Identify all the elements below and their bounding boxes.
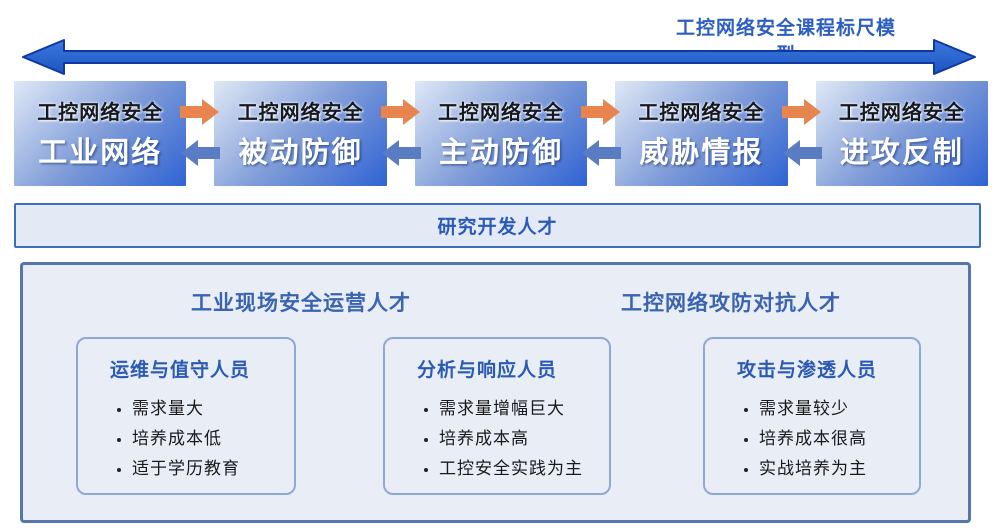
group-attack-penetration: 攻击与渗透人员 需求量较少 培养成本很高 实战培养为主 [703, 337, 921, 495]
course-box-row: 工控网络安全 工业网络 工控网络安全 被动防御 工控网络安全 主动防 [14, 81, 989, 186]
forward-arrow-icon [781, 99, 821, 125]
bullet-item: 培养成本高 [439, 424, 609, 454]
course-name: 威胁情报 [639, 137, 764, 169]
course-prefix: 工控网络安全 [838, 102, 965, 124]
backward-arrow-icon [181, 140, 221, 166]
heading-ops-talent: 工业现场安全运营人才 [191, 292, 411, 315]
connector-1 [180, 81, 221, 186]
group-title: 攻击与渗透人员 [737, 360, 878, 381]
talent-container: 工业现场安全运营人才 工控网络攻防对抗人才 运维与值守人员 需求量大 培养成本低… [20, 262, 971, 523]
bullet-item: 需求量较少 [759, 394, 919, 424]
course-prefix: 工控网络安全 [237, 102, 364, 124]
backward-arrow-icon [782, 140, 822, 166]
group-analysis-response: 分析与响应人员 需求量增幅巨大 培养成本高 工控安全实践为主 [383, 337, 611, 495]
course-box-counter-attack: 工控网络安全 进攻反制 [815, 81, 989, 186]
bullet-item: 适于学历教育 [132, 454, 294, 484]
course-box-active-defense: 工控网络安全 主动防御 [414, 81, 588, 186]
connector-2 [380, 81, 421, 186]
group-title: 运维与值守人员 [110, 360, 251, 381]
course-box-passive-defense: 工控网络安全 被动防御 [214, 81, 387, 186]
course-prefix: 工控网络安全 [438, 102, 565, 124]
ruler-double-arrow-icon [22, 39, 976, 75]
connector-4 [781, 81, 822, 186]
course-prefix: 工控网络安全 [638, 102, 765, 124]
course-box-industrial-network: 工控网络安全 工业网络 [14, 81, 187, 186]
forward-arrow-icon [380, 99, 420, 125]
course-box-threat-intel: 工控网络安全 威胁情报 [615, 81, 788, 186]
bullet-item: 培养成本很高 [759, 424, 919, 454]
bullet-item: 需求量增幅巨大 [439, 394, 609, 424]
connector-3 [581, 81, 622, 186]
course-prefix: 工控网络安全 [37, 102, 164, 124]
rd-talent-band: 研究开发人才 [14, 203, 981, 248]
group-ops-duty: 运维与值守人员 需求量大 培养成本低 适于学历教育 [76, 337, 296, 495]
group-title: 分析与响应人员 [417, 360, 558, 381]
bullet-item: 工控安全实践为主 [439, 454, 609, 484]
backward-arrow-icon [381, 140, 421, 166]
heading-attack-talent: 工控网络攻防对抗人才 [621, 292, 841, 315]
bullet-item: 需求量大 [132, 394, 294, 424]
group-bullet-list: 需求量大 培养成本低 适于学历教育 [110, 394, 294, 484]
backward-arrow-icon [582, 140, 622, 166]
forward-arrow-icon [581, 99, 621, 125]
group-bullet-list: 需求量增幅巨大 培养成本高 工控安全实践为主 [417, 394, 609, 484]
course-name: 进攻反制 [839, 137, 964, 169]
course-name: 工业网络 [38, 137, 163, 169]
bullet-item: 实战培养为主 [759, 454, 919, 484]
forward-arrow-icon [180, 99, 220, 125]
rd-talent-label: 研究开发人才 [437, 217, 558, 238]
course-name: 主动防御 [439, 137, 564, 169]
bullet-item: 培养成本低 [132, 424, 294, 454]
course-name: 被动防御 [238, 137, 363, 169]
group-bullet-list: 需求量较少 培养成本很高 实战培养为主 [737, 394, 919, 484]
